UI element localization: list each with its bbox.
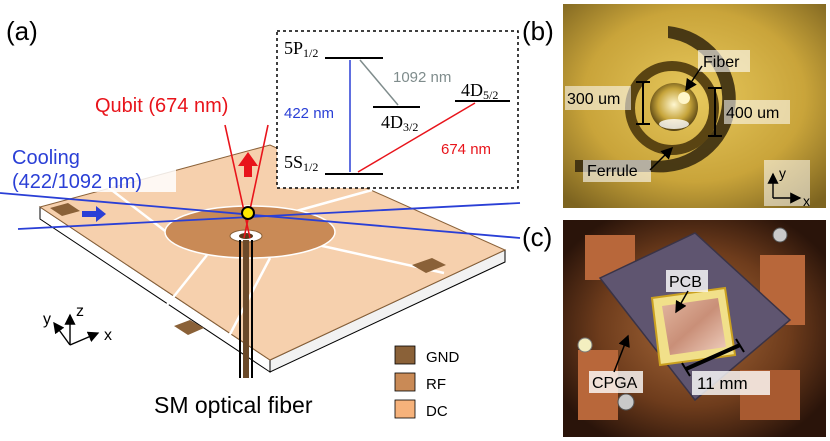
pcb-pointer [675, 290, 689, 314]
optical-fiber [239, 240, 253, 378]
scale-bar [685, 343, 741, 371]
fiber-label: Fiber [703, 54, 740, 71]
scale-label: 11 mm [697, 374, 748, 393]
panel-c-label: (c) [522, 222, 552, 252]
dim-300-label: 300 um [567, 91, 620, 108]
energy-level-inset: 5P1/2 5S1/2 4D3/2 4D5/2 422 nm 1092 nm 6… [276, 30, 519, 189]
legend-label-gnd: GND [426, 349, 460, 366]
qubit-label: Qubit (674 nm) [95, 95, 228, 117]
legend-swatch-rf [394, 372, 416, 392]
label-4d52-main: 4D [461, 80, 483, 100]
pcb-label: PCB [669, 274, 702, 291]
dim-300-bg [565, 86, 631, 110]
legend-label-rf: RF [426, 376, 446, 393]
ferrule-label: Ferrule [587, 163, 638, 180]
axis-y-label: y [43, 311, 51, 328]
cooling-label: Cooling [12, 147, 80, 169]
cooling-arrow-icon [82, 206, 106, 222]
dim-400-label: 400 um [726, 105, 779, 122]
axis-z-label: z [76, 303, 84, 320]
inset-box [276, 30, 519, 189]
scale-bar-end-1 [681, 362, 691, 377]
fiber-pointer [685, 65, 703, 92]
gnd-pad-bottom [174, 320, 204, 335]
dim-400-bg [724, 100, 790, 124]
transition-1092 [359, 59, 399, 106]
qubit-arrow-icon [238, 152, 258, 177]
label-4d32-sub: 3/2 [403, 120, 418, 134]
label-5s12-main: 5S [284, 152, 303, 172]
label-5s12: 5S1/2 [284, 152, 318, 174]
cpga-label-bg [589, 371, 643, 393]
label-4d52: 4D5/2 [461, 80, 498, 102]
gnd-pad-left [50, 203, 80, 216]
scale-label-bg [692, 371, 770, 395]
pcb-surface [662, 298, 726, 355]
wavelength-674: 674 nm [441, 141, 491, 158]
label-4d32-main: 4D [381, 112, 403, 132]
axes-icon [53, 313, 100, 346]
cooling-wavelengths: (422/1092 nm) [12, 171, 142, 193]
pcb-label-bg [666, 270, 708, 292]
dim-400-bracket [708, 87, 722, 137]
label-5p12-main: 5P [284, 38, 303, 58]
label-4d52-sub: 5/2 [483, 88, 498, 102]
label-5p12-sub: 1/2 [303, 46, 318, 60]
panel-b: (b) Fiber Ferrule 300 um 400 um [522, 4, 826, 209]
gnd-pad-right [412, 258, 446, 273]
cooling-label-bg [8, 142, 176, 192]
panel-c: (c) PCB CPGA 11 mm [522, 220, 826, 437]
panel-b-label: (b) [522, 16, 554, 46]
center-hole [239, 233, 253, 239]
axis-b-y: y [779, 165, 786, 181]
ferrule-label-bg [583, 160, 651, 182]
wavelength-1092: 1092 nm [393, 69, 451, 86]
panel-a: (a) [0, 16, 521, 420]
screw-3 [577, 337, 593, 353]
ion-marker [241, 206, 255, 220]
fiber-caption: SM optical fiber [154, 392, 313, 418]
label-4d32: 4D3/2 [381, 112, 418, 134]
cpga-pointer [613, 334, 630, 373]
legend-swatch-dc [394, 399, 416, 419]
label-5s12-sub: 1/2 [303, 160, 318, 174]
scale-bar-end-2 [735, 338, 745, 353]
cooling-beams [0, 192, 521, 239]
dim-300-bracket [636, 81, 650, 125]
axis-b-x: x [803, 193, 810, 209]
wavelength-422: 422 nm [284, 105, 334, 122]
axis-x-label: x [104, 327, 112, 344]
legend: GND RF DC [394, 345, 460, 420]
fiber-shadow [659, 119, 689, 129]
panel-a-label: (a) [6, 16, 38, 46]
fiber-core [678, 92, 690, 104]
legend-swatch-gnd [394, 345, 416, 365]
transition-674 [357, 102, 476, 173]
screw-2 [772, 227, 788, 243]
screw-1 [617, 393, 635, 411]
cpga-label: CPGA [592, 375, 638, 392]
axes-b-icon [767, 172, 802, 204]
label-5p12: 5P1/2 [284, 38, 318, 60]
ferrule-pointer [649, 146, 674, 171]
fiber-label-bg [698, 50, 750, 72]
legend-label-dc: DC [426, 403, 448, 420]
